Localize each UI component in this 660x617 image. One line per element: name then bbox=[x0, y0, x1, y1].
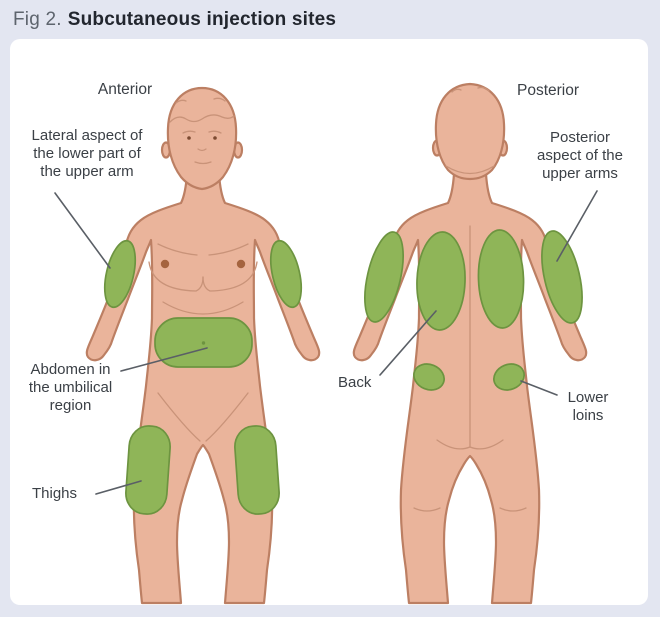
anterior-figure bbox=[85, 86, 321, 605]
site-thigh-left bbox=[125, 425, 171, 515]
site-thigh-right bbox=[234, 425, 280, 515]
anterior-eye-right bbox=[213, 136, 217, 140]
anterior-head bbox=[166, 86, 238, 191]
label-lateral-arm: Lateral aspect of the lower part of the … bbox=[31, 127, 143, 180]
anterior-view-label: Anterior bbox=[97, 81, 153, 98]
site-lower-loin-right bbox=[493, 363, 525, 391]
posterior-view-label: Posterior bbox=[516, 82, 580, 99]
figure-heading: Subcutaneous injection sites bbox=[67, 8, 337, 30]
anterior-torso-details bbox=[148, 243, 258, 442]
site-upper-arm-left-anterior bbox=[103, 239, 137, 309]
label-back: Back bbox=[338, 374, 372, 391]
site-lower-loin-left bbox=[413, 363, 445, 391]
pointer-lines bbox=[54, 190, 598, 495]
nipple-left bbox=[160, 259, 170, 269]
pointer-back bbox=[379, 310, 437, 376]
nipple-right bbox=[236, 259, 246, 269]
site-back-left bbox=[416, 231, 466, 331]
label-thighs: Thighs bbox=[32, 485, 78, 502]
site-upper-arm-left-posterior bbox=[364, 231, 404, 323]
figure-title: Fig 2.Subcutaneous injection sites bbox=[13, 9, 336, 31]
pointer-abdomen bbox=[120, 347, 208, 372]
pointer-thighs bbox=[95, 480, 142, 495]
anterior-eye-left bbox=[187, 136, 191, 140]
site-upper-arm-right-anterior bbox=[269, 239, 303, 309]
site-upper-arm-right-posterior bbox=[541, 230, 583, 324]
site-back-right bbox=[477, 229, 525, 329]
posterior-injection-sites bbox=[364, 229, 583, 391]
figure-header: Fig 2.Subcutaneous injection sites bbox=[0, 0, 660, 39]
anterior-face-details bbox=[169, 97, 235, 165]
navel-dot bbox=[201, 341, 206, 345]
label-lower-loins: Lower loins bbox=[567, 389, 609, 424]
posterior-figure bbox=[352, 82, 588, 605]
figure-number: Fig 2. bbox=[13, 8, 62, 30]
pointer-posterior-arms bbox=[556, 190, 598, 262]
label-abdomen: Abdomen in the umbilical region bbox=[28, 361, 113, 414]
pointer-lower-loins bbox=[520, 380, 558, 396]
pointer-lateral-arm bbox=[54, 192, 111, 269]
posterior-details bbox=[413, 86, 527, 512]
label-posterior-arms: Posterior aspect of the upper arms bbox=[537, 129, 623, 182]
posterior-head bbox=[434, 82, 506, 181]
